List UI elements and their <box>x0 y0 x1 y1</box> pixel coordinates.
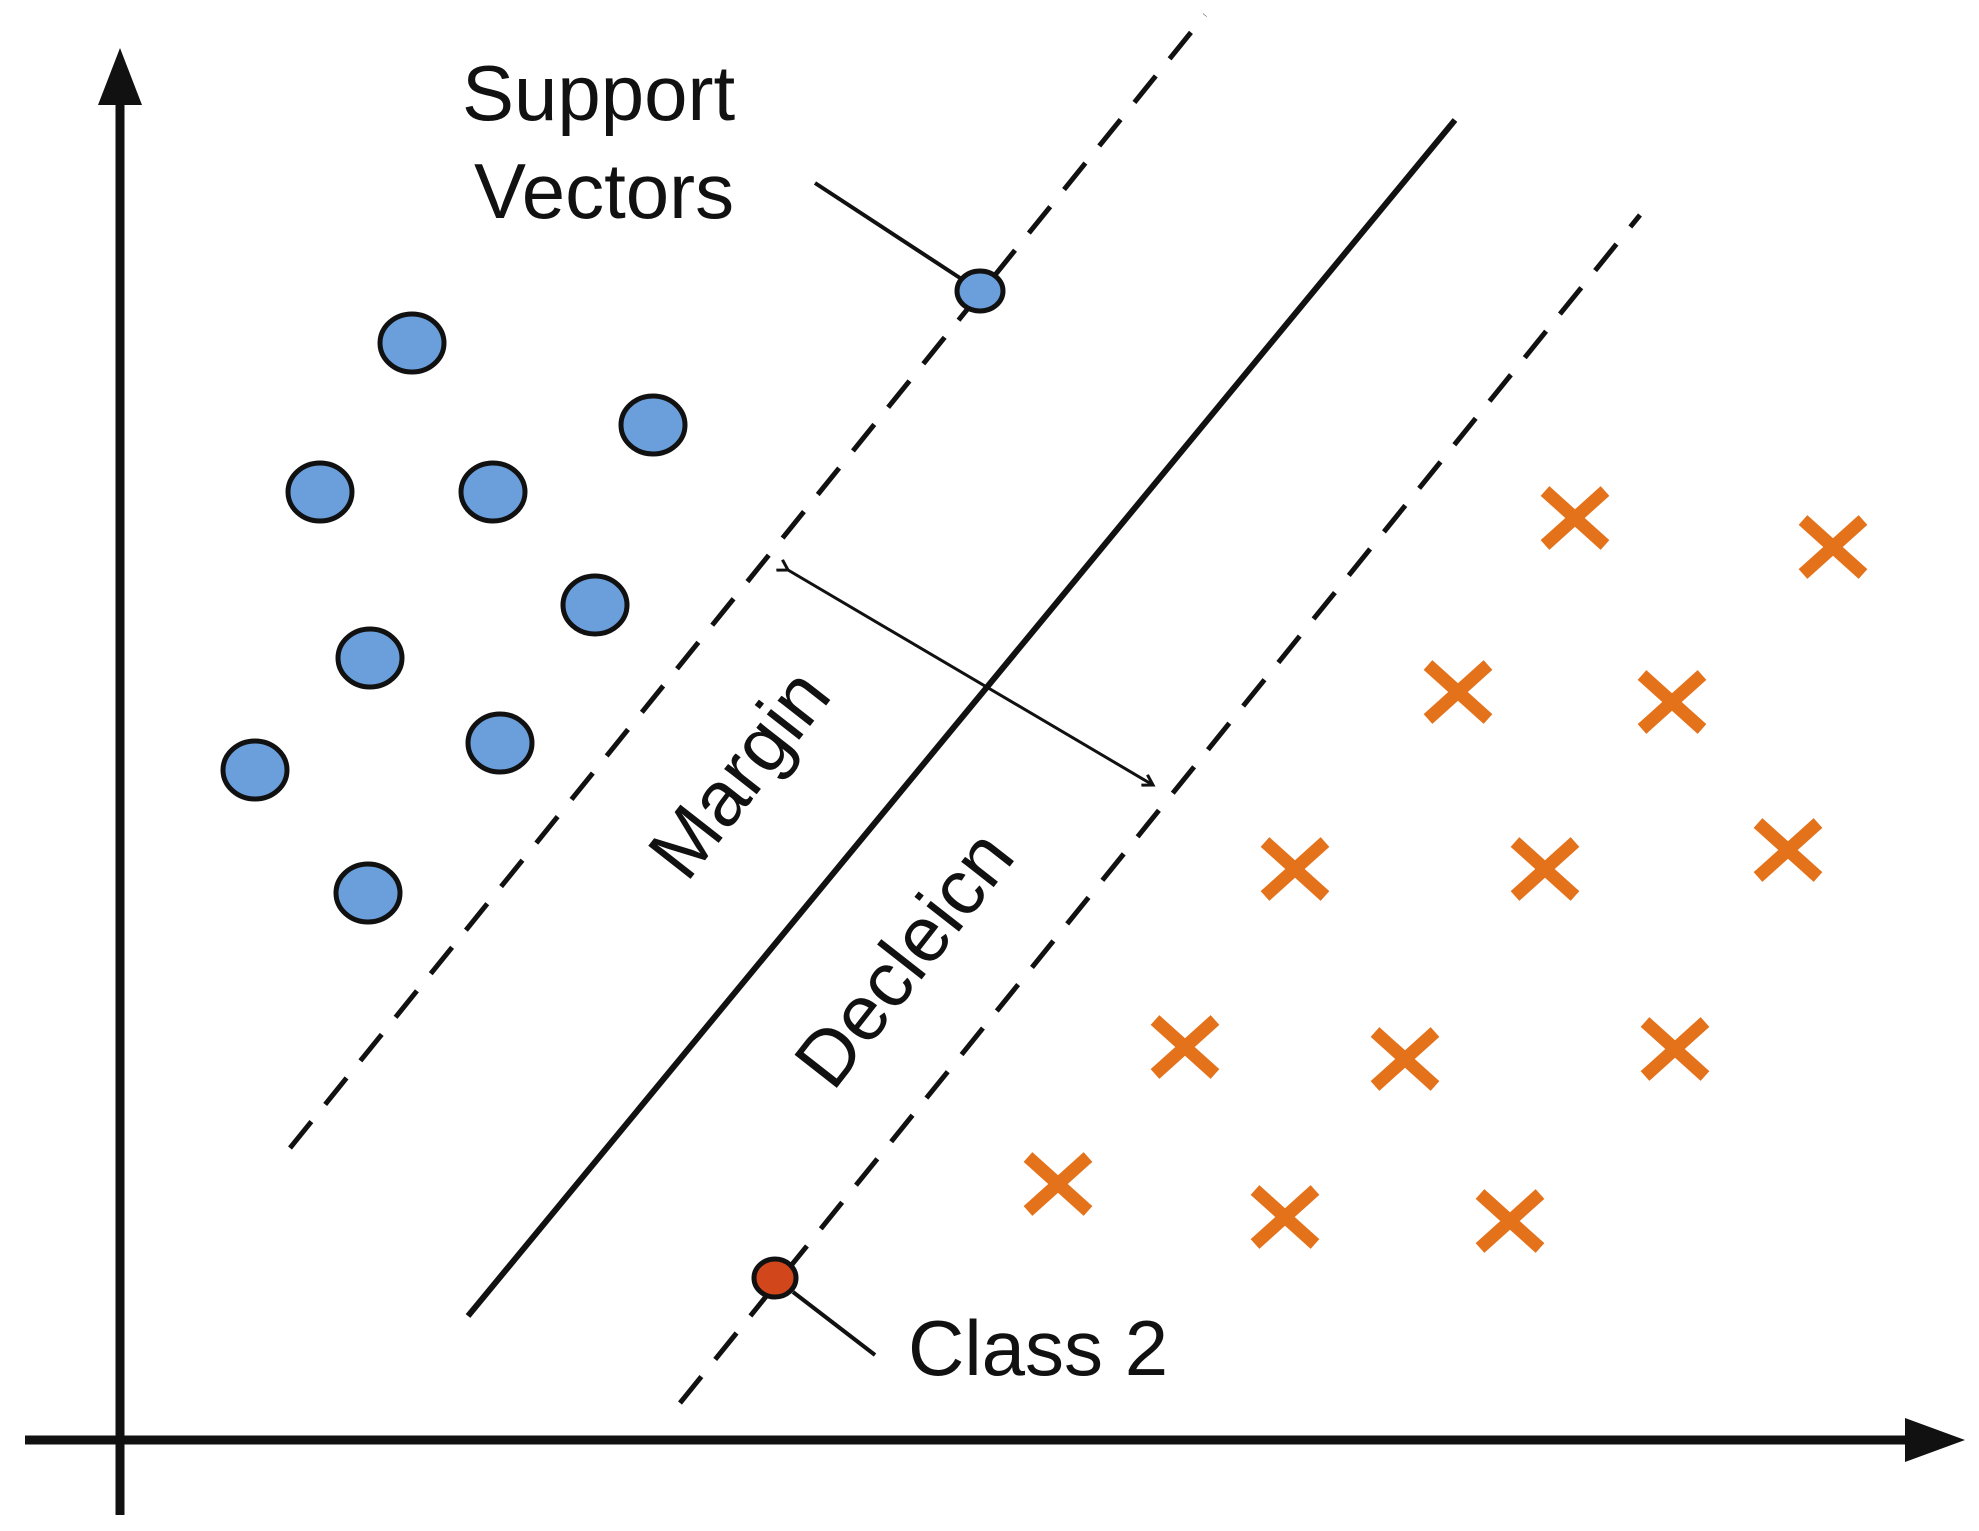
class-1-point <box>285 460 355 524</box>
support-vectors-label-line2: Vectors <box>474 147 734 235</box>
x-axis-arrowhead <box>1905 1418 1965 1462</box>
class-1-point <box>465 711 535 775</box>
class-1-point <box>335 626 405 690</box>
class-2-cross <box>1475 1189 1545 1253</box>
class-2-cross <box>1640 1017 1710 1081</box>
class-2-cross <box>1370 1027 1440 1091</box>
decision-label: Decleicn <box>777 813 1031 1103</box>
class-2-cross <box>1250 1185 1320 1249</box>
support-vectors-leader <box>813 181 962 280</box>
class-2-cross <box>1798 515 1868 579</box>
class-1-point <box>377 311 447 375</box>
class-2-points <box>1023 486 1868 1253</box>
class-1-point <box>560 573 630 637</box>
margin-line-lower <box>678 213 1642 1405</box>
support-vector-class-2 <box>751 1256 799 1300</box>
class-2-cross <box>1753 818 1823 882</box>
class-2-cross <box>1150 1015 1220 1079</box>
class-2-cross <box>1423 660 1493 724</box>
class-2-cross <box>1540 486 1610 550</box>
class-2-cross <box>1260 837 1330 901</box>
class-2-leader <box>791 1290 877 1357</box>
class-1-point <box>458 460 528 524</box>
class-1-point <box>220 738 290 802</box>
margin-arrow <box>788 570 1153 785</box>
class-2-cross <box>1637 670 1707 734</box>
class-1-points <box>220 311 688 925</box>
axes <box>25 48 1965 1515</box>
class-1-point <box>618 393 688 457</box>
y-axis-arrowhead <box>98 48 142 105</box>
class-2-label: Class 2 <box>908 1304 1168 1392</box>
class-2-cross <box>1510 837 1580 901</box>
class-2-cross <box>1023 1152 1093 1216</box>
support-vectors-label-line1: Support <box>462 49 736 137</box>
support-vector-class-1 <box>954 268 1006 314</box>
class-1-point <box>333 861 403 925</box>
margin-line-upper <box>288 13 1207 1150</box>
